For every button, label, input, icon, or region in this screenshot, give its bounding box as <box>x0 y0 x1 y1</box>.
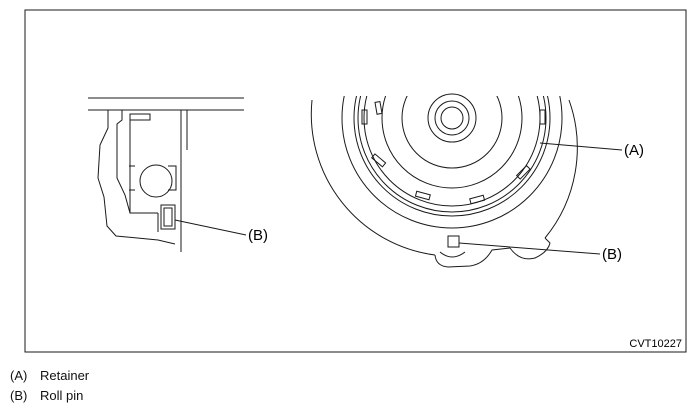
front-view-right <box>310 93 623 268</box>
figure-frame <box>24 9 687 353</box>
legend-code: (B) <box>10 388 28 403</box>
left-ball <box>139 164 173 198</box>
callout-a: (A) <box>624 142 644 159</box>
legend-item-retainer: (A) Retainer <box>10 368 89 384</box>
legend-item-roll-pin: (B) Roll pin <box>10 388 83 404</box>
callout-b-left: (B) <box>248 227 268 244</box>
callout-b-right: (B) <box>602 246 622 263</box>
section-view-left <box>88 97 247 252</box>
figure-code: CVT10227 <box>629 338 682 350</box>
leader-a <box>539 142 623 151</box>
right-roll-pin <box>447 235 460 248</box>
legend-code: (A) <box>10 368 28 383</box>
leader-b-right <box>458 242 601 255</box>
legend-text: Retainer <box>40 368 90 383</box>
retainer-slots <box>361 100 546 205</box>
legend-text: Roll pin <box>40 388 84 403</box>
left-roll-pin <box>160 204 176 230</box>
